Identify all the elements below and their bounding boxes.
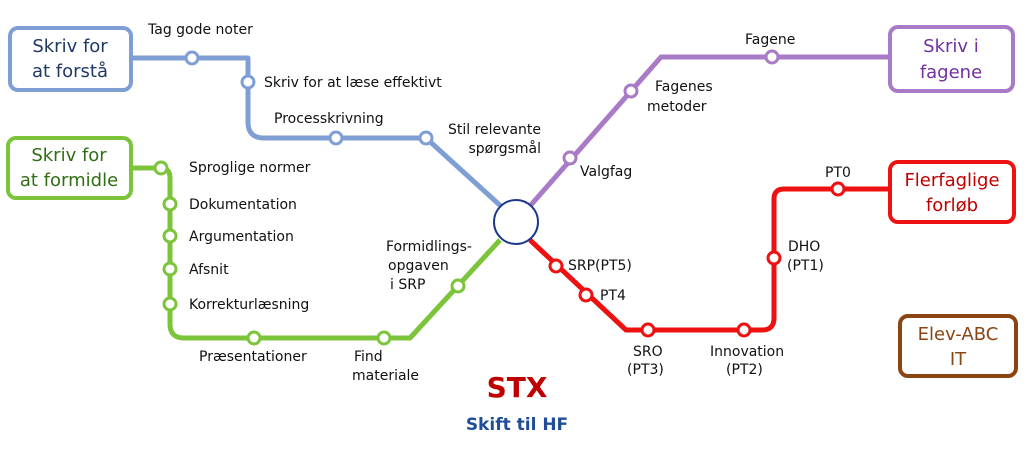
box-skriv-for-at-forsta[interactable] <box>8 26 133 92</box>
label-korrekturlaesning: Korrekturlæsning <box>189 297 309 313</box>
stop-tag-gode-noter[interactable] <box>184 50 200 66</box>
label-find-materiale-line-1: Find <box>354 349 383 365</box>
label-dho-line-1: DHO <box>788 239 820 255</box>
label-sro-line-2: (PT3) <box>627 362 664 378</box>
label-stil-relevante-line-2: spørgsmål <box>468 140 541 157</box>
label-formidlingsopgaven-line-3: i SRP <box>390 277 425 293</box>
stop-srp[interactable] <box>548 258 564 274</box>
label-pt0: PT0 <box>825 165 851 181</box>
label-tag-gode-noter: Tag gode noter <box>147 22 253 38</box>
box-flerfaglige-forlob[interactable] <box>888 160 1016 224</box>
box-skriv-i-fagene-line-1: Skriv i <box>923 36 979 57</box>
stop-innovation[interactable] <box>736 322 752 338</box>
label-skriv-for-at-laese: Skriv for at læse effektivt <box>264 75 442 91</box>
stop-korrekturlaesning[interactable] <box>162 296 178 312</box>
box-skriv-i-fagene[interactable] <box>888 25 1015 93</box>
stop-stil-relevante[interactable] <box>418 130 434 146</box>
stop-fagene[interactable] <box>764 49 780 65</box>
label-formidlingsopgaven-line-1: Formidlings- <box>386 239 472 255</box>
red-line <box>528 186 890 333</box>
label-innovation-line-1: Innovation <box>710 344 784 360</box>
label-find-materiale-line-2: materiale <box>352 368 419 384</box>
box-elev-abc-it[interactable] <box>898 314 1018 378</box>
box-skriv-i-fagene-line-2: fagene <box>920 62 982 83</box>
stop-skriv-for-at-laese[interactable] <box>240 74 256 90</box>
label-fagene: Fagene <box>745 32 795 48</box>
stop-praesentationer[interactable] <box>246 330 262 346</box>
label-praesentationer: Præsentationer <box>199 349 307 365</box>
label-processkrivning: Processkrivning <box>274 111 384 127</box>
box-skriv-for-at-formidle[interactable] <box>6 136 133 200</box>
label-dho-line-2: (PT1) <box>787 258 824 274</box>
stop-dho[interactable] <box>766 250 782 266</box>
stop-find-materiale[interactable] <box>376 330 392 346</box>
label-valgfag: Valgfag <box>580 164 632 180</box>
box-flerfaglige-forlob-line-1: Flerfaglige <box>904 170 999 191</box>
stop-valgfag[interactable] <box>562 150 578 166</box>
box-flerfaglige-forlob-line-2: forløb <box>926 195 978 216</box>
stop-afsnit[interactable] <box>162 261 178 277</box>
box-skriv-for-at-formidle-line-1: Skriv for <box>31 145 107 166</box>
blue-line <box>131 55 505 210</box>
label-stil-relevante-line-1: Stil relevante <box>448 122 541 138</box>
central-hub[interactable] <box>493 199 539 245</box>
label-formidlingsopgaven-line-2: opgaven <box>388 258 449 274</box>
label-innovation-line-2: (PT2) <box>726 362 763 378</box>
stop-argumentation[interactable] <box>162 228 178 244</box>
map-title: STX <box>487 371 548 404</box>
label-afsnit: Afsnit <box>189 262 229 278</box>
box-elev-abc-it-line-1: Elev-ABC <box>918 324 999 345</box>
label-pt4: PT4 <box>600 288 626 304</box>
label-sro-line-1: SRO <box>633 344 663 360</box>
stop-pt0[interactable] <box>830 181 846 197</box>
stop-pt4[interactable] <box>578 287 594 303</box>
map-subtitle-link[interactable]: Skift til HF <box>466 415 568 435</box>
label-fagenes-metoder-line-2: metoder <box>647 99 707 115</box>
stop-processkrivning[interactable] <box>328 130 344 146</box>
stop-fagenes-metoder[interactable] <box>623 83 639 99</box>
label-dokumentation: Dokumentation <box>189 197 297 213</box>
stop-sro[interactable] <box>640 322 656 338</box>
label-sproglige-normer: Sproglige normer <box>189 160 311 176</box>
box-skriv-for-at-forsta-line-1: Skriv for <box>32 36 108 57</box>
label-fagenes-metoder-line-1: Fagenes <box>655 79 713 95</box>
stop-formidlingsopgaven[interactable] <box>450 278 466 294</box>
box-skriv-for-at-formidle-line-2: at formidle <box>20 170 118 191</box>
label-srp: SRP(PT5) <box>568 258 632 274</box>
label-argumentation: Argumentation <box>189 229 294 245</box>
box-elev-abc-it-line-2: IT <box>950 349 967 370</box>
stop-sproglige-normer[interactable] <box>153 160 169 176</box>
stop-dokumentation[interactable] <box>162 196 178 212</box>
box-skriv-for-at-forsta-line-2: at forstå <box>32 61 108 82</box>
